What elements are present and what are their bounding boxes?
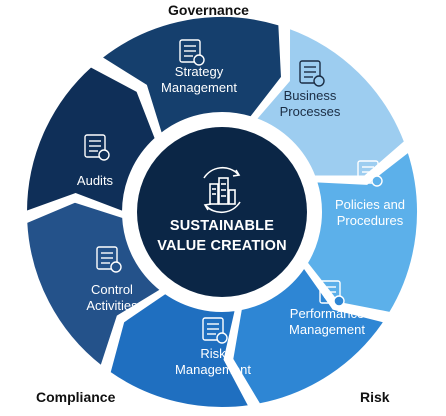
segment-label-line: Policies and xyxy=(335,197,405,212)
risk-gear-icon xyxy=(202,317,228,344)
segment-label-line: Risk xyxy=(200,346,226,361)
risk-label: Risk xyxy=(360,389,390,405)
audit-document-icon xyxy=(84,134,110,161)
segment-shape-performance xyxy=(231,265,387,406)
segment-label-line: Management xyxy=(161,80,237,95)
segment-label-line: Control xyxy=(91,282,133,297)
segment-label-line: Business xyxy=(284,88,337,103)
segment-label-line: Processes xyxy=(280,104,341,119)
segment-shape-strategy xyxy=(99,15,284,136)
process-gears-icon xyxy=(299,60,325,87)
performance-chart-icon xyxy=(319,280,345,307)
center-title-line1: SUSTAINABLE xyxy=(170,218,274,234)
segment-shape-policies xyxy=(305,149,419,315)
segment-label-line: Performance xyxy=(290,306,364,321)
center-title-line2: VALUE CREATION xyxy=(157,238,287,254)
segment-shape-control xyxy=(25,200,163,369)
governance-label: Governance xyxy=(168,2,249,18)
segment-label-line: Management xyxy=(175,362,251,377)
control-panel-icon xyxy=(96,246,122,273)
segment-label-line: Procedures xyxy=(337,213,404,228)
segment-label-audits: Audits xyxy=(77,173,114,188)
compliance-label: Compliance xyxy=(36,389,116,405)
segment-label-line: Activities xyxy=(86,298,138,313)
segment-audits: Audits xyxy=(24,65,157,214)
strategy-icon xyxy=(179,39,205,66)
segment-shape-audits xyxy=(24,65,157,214)
city-cycle-icon xyxy=(203,166,241,214)
segment-shape-risk xyxy=(108,291,251,409)
segment-label-line: Strategy xyxy=(175,64,224,79)
segment-shape-business xyxy=(254,26,407,178)
segment-label-line: Audits xyxy=(77,173,114,188)
segment-label-line: Management xyxy=(289,322,365,337)
policy-person-icon xyxy=(357,160,383,187)
